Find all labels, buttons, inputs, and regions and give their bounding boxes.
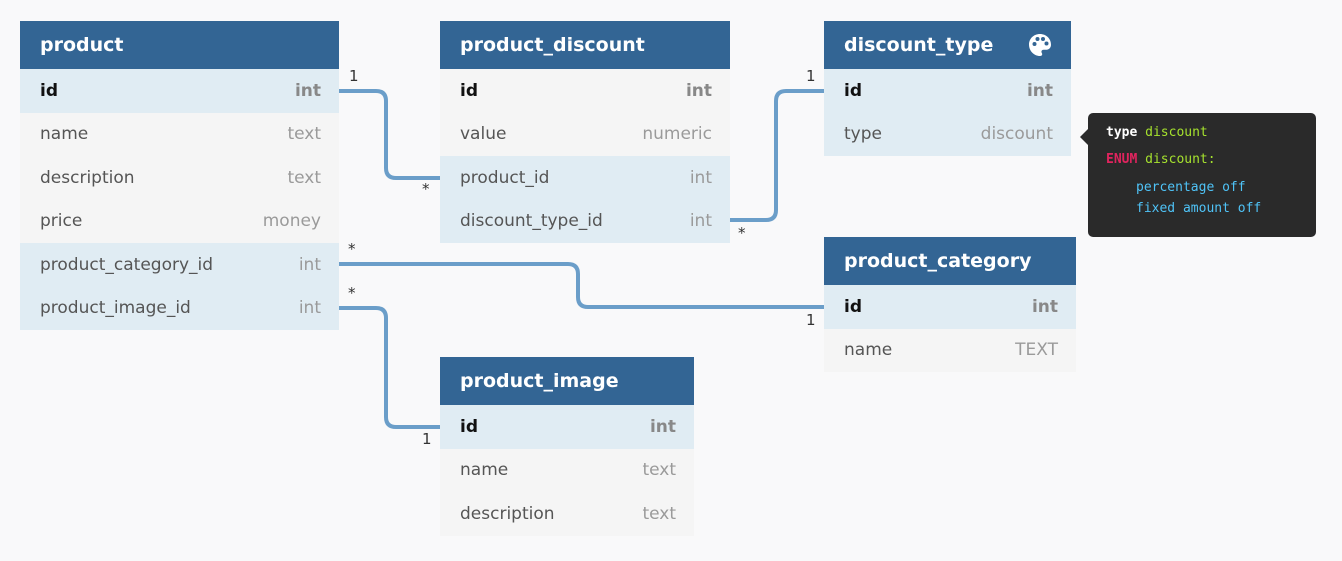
link-discount-type xyxy=(730,89,824,222)
table-product-discount[interactable]: product_discount id int value numeric prod… xyxy=(440,21,730,243)
column-name: description xyxy=(40,167,135,188)
column-name: name xyxy=(460,460,509,481)
column-name: name xyxy=(40,124,89,145)
column-type: discount xyxy=(980,124,1053,145)
link-product-discount xyxy=(339,89,440,180)
column-name: id xyxy=(844,296,862,317)
column-type: int xyxy=(298,298,321,319)
table-product-category[interactable]: product_category id int name TEXT xyxy=(824,237,1076,372)
column-row[interactable]: product_image_id int xyxy=(20,286,339,330)
table-header[interactable]: product_discount xyxy=(440,21,730,69)
enum-value: percentage off xyxy=(1136,180,1246,195)
cardinality-product-category-id: * xyxy=(348,240,356,258)
link-product-category xyxy=(339,262,824,309)
table-product[interactable]: product id int name text description text p… xyxy=(20,21,339,330)
column-name: product_category_id xyxy=(40,254,214,275)
table-header[interactable]: discount_type xyxy=(824,21,1071,69)
cardinality-discount-type-pk: 1 xyxy=(806,67,816,85)
column-row[interactable]: product_category_id int xyxy=(20,243,339,287)
column-row[interactable]: price money xyxy=(20,200,339,244)
keyword-type: type xyxy=(1106,125,1138,140)
table-product-image[interactable]: product_image id int name text description… xyxy=(440,357,694,536)
column-row[interactable]: id int xyxy=(824,285,1076,329)
column-type: int xyxy=(1031,296,1058,317)
column-name: product_id xyxy=(460,167,550,188)
column-row[interactable]: name text xyxy=(440,449,694,493)
column-row[interactable]: id int xyxy=(440,405,694,449)
column-name: id xyxy=(460,416,478,437)
link-product-image xyxy=(339,306,440,429)
enum-value: fixed amount off xyxy=(1136,201,1262,216)
column-type: TEXT xyxy=(1015,340,1058,361)
column-type: int xyxy=(689,211,712,232)
table-header[interactable]: product_category xyxy=(824,237,1076,285)
column-type: numeric xyxy=(642,124,712,145)
cardinality-product-image-id: * xyxy=(348,284,356,302)
column-type: int xyxy=(294,80,321,101)
keyword-enum: ENUM xyxy=(1106,152,1138,167)
column-type: int xyxy=(298,254,321,275)
cardinality-category-pk: 1 xyxy=(806,311,816,329)
column-type: text xyxy=(287,124,321,145)
column-name: price xyxy=(40,211,83,232)
column-type: money xyxy=(262,211,321,232)
column-name: id xyxy=(844,80,862,101)
tooltip-enum-line: ENUM discount: xyxy=(1106,145,1316,171)
column-row[interactable]: type discount xyxy=(824,112,1071,156)
column-name: name xyxy=(844,340,893,361)
palette-icon[interactable] xyxy=(1027,32,1053,58)
column-row[interactable]: discount_type_id int xyxy=(440,199,730,243)
cardinality-discount-type-id: * xyxy=(738,224,746,242)
column-name: id xyxy=(460,80,478,101)
tooltip-type-line: type discount xyxy=(1106,125,1316,145)
column-name: discount_type_id xyxy=(460,211,603,232)
column-row[interactable]: id int xyxy=(440,69,730,113)
column-type: int xyxy=(685,80,712,101)
column-row[interactable]: value numeric xyxy=(440,113,730,157)
cardinality-discount-product-id: * xyxy=(422,180,430,198)
column-type: text xyxy=(287,167,321,188)
column-row[interactable]: name TEXT xyxy=(824,329,1076,373)
column-row[interactable]: description text xyxy=(20,156,339,200)
column-row[interactable]: name text xyxy=(20,113,339,157)
enum-name: discount: xyxy=(1145,152,1216,167)
column-type: text xyxy=(642,460,676,481)
table-discount-type[interactable]: discount_type id int type discount xyxy=(824,21,1071,156)
column-name: id xyxy=(40,80,58,101)
column-type: int xyxy=(1026,80,1053,101)
column-name: description xyxy=(460,503,555,524)
column-row[interactable]: id int xyxy=(20,69,339,113)
column-type: int xyxy=(689,167,712,188)
table-title: discount_type xyxy=(844,34,994,56)
column-row[interactable]: description text xyxy=(440,492,694,536)
table-header[interactable]: product_image xyxy=(440,357,694,405)
enum-values: percentage off fixed amount off xyxy=(1106,171,1316,219)
column-name: value xyxy=(460,124,507,145)
cardinality-product-id: 1 xyxy=(349,67,359,85)
enum-tooltip: type discount ENUM discount: percentage … xyxy=(1080,113,1316,237)
column-name: product_image_id xyxy=(40,298,191,319)
cardinality-image-pk: 1 xyxy=(422,430,432,448)
type-name: discount xyxy=(1145,125,1208,140)
column-row[interactable]: product_id int xyxy=(440,156,730,200)
column-name: type xyxy=(844,124,882,145)
column-type: int xyxy=(649,416,676,437)
column-type: text xyxy=(642,503,676,524)
table-header[interactable]: product xyxy=(20,21,339,69)
column-row[interactable]: id int xyxy=(824,69,1071,113)
